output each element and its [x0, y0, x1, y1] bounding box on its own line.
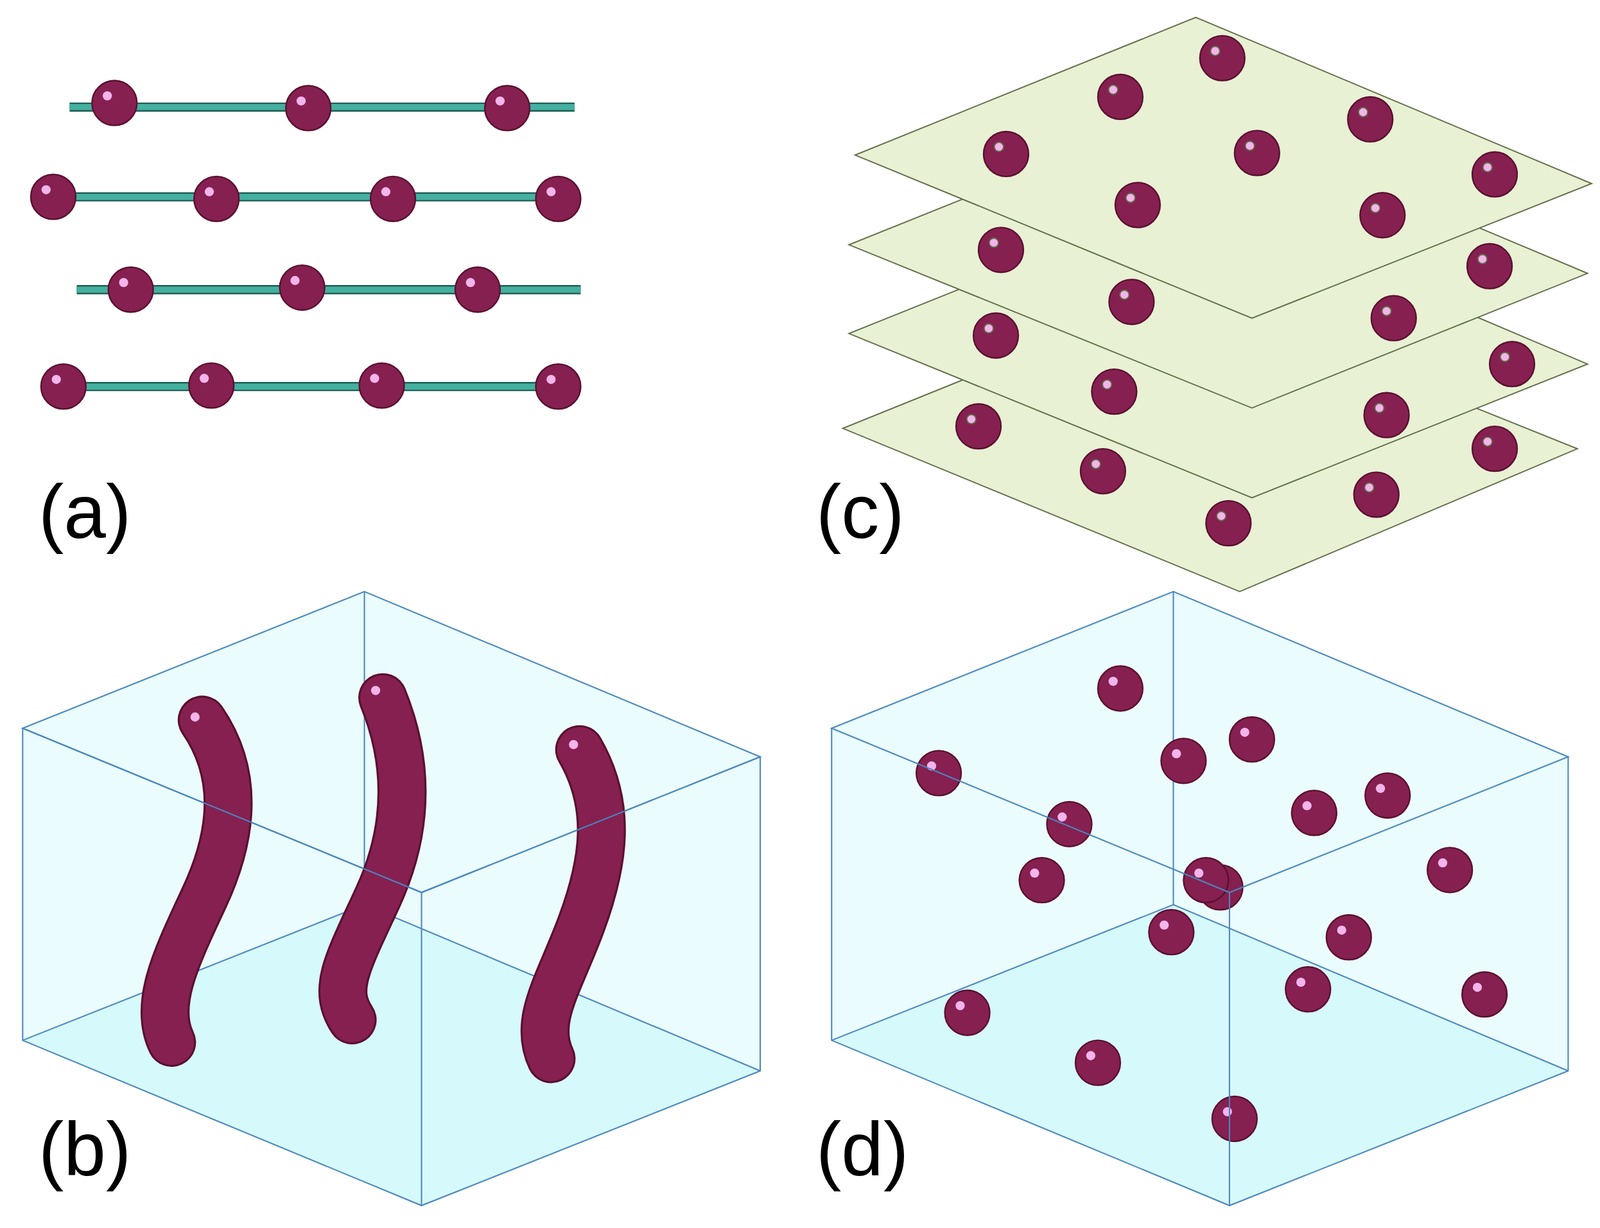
panel-label: (b): [38, 1111, 131, 1188]
particles-panel: [831, 591, 1568, 1206]
layers-panel: [843, 17, 1592, 592]
tubes-panel: [22, 591, 761, 1206]
panel-label: (d): [816, 1111, 909, 1188]
panel-label: (a): [38, 473, 131, 550]
panel-label: (c): [816, 473, 905, 550]
chains-panel: [30, 80, 581, 410]
